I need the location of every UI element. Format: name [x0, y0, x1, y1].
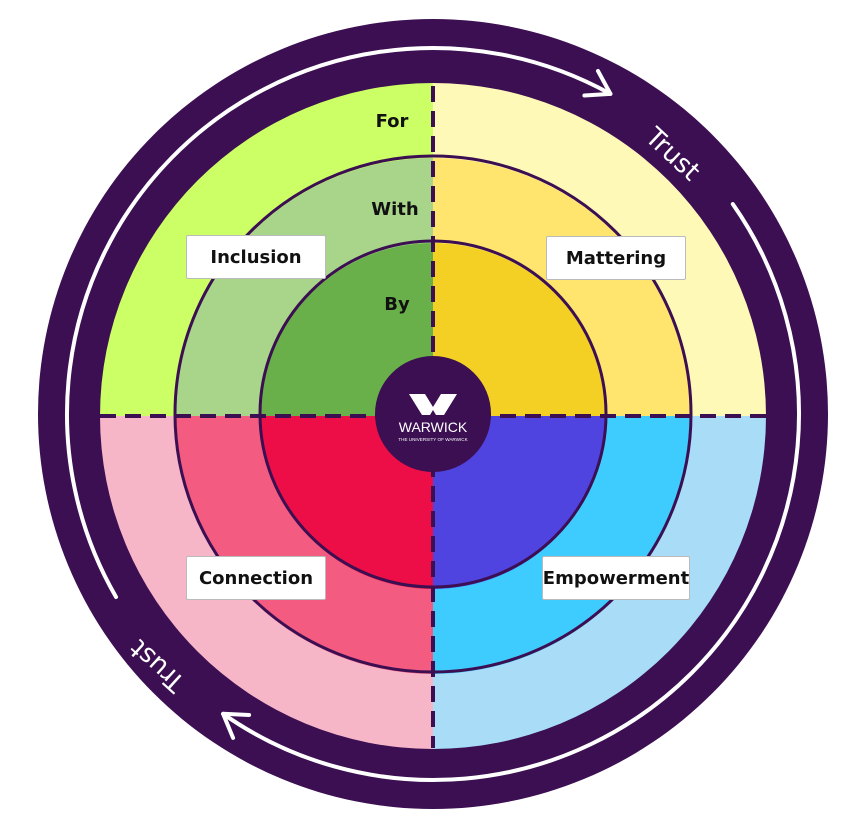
logo-subtitle: THE UNIVERSITY OF WARWICK: [398, 437, 468, 442]
level-label-with: With: [371, 199, 418, 220]
quadrant-label-inclusion: Inclusion: [186, 235, 326, 279]
top-right-inner-segment: [433, 243, 606, 416]
level-label-for: For: [376, 111, 409, 132]
arrow-arc-top: [65, 46, 613, 599]
warwick-w-icon: [409, 394, 457, 415]
level-label-by: By: [384, 294, 410, 315]
bottom-right-inner-segment: [433, 416, 606, 589]
quadrant-label-connection: Connection: [186, 556, 326, 600]
arrow-arc-bottom: [221, 202, 801, 782]
bottom-left-inner-segment: [260, 416, 433, 589]
arrow-head-top-icon: [582, 68, 613, 98]
quadrant-label-empowerment: Empowerment: [542, 556, 690, 600]
top-left-inner-segment: [260, 243, 433, 416]
quadrant-label-mattering: Mattering: [546, 236, 686, 280]
logo-name: WARWICK: [399, 419, 468, 435]
warwick-logo: WARWICK THE UNIVERSITY OF WARWICK: [375, 356, 491, 472]
arrow-head-bottom-icon: [221, 711, 252, 740]
